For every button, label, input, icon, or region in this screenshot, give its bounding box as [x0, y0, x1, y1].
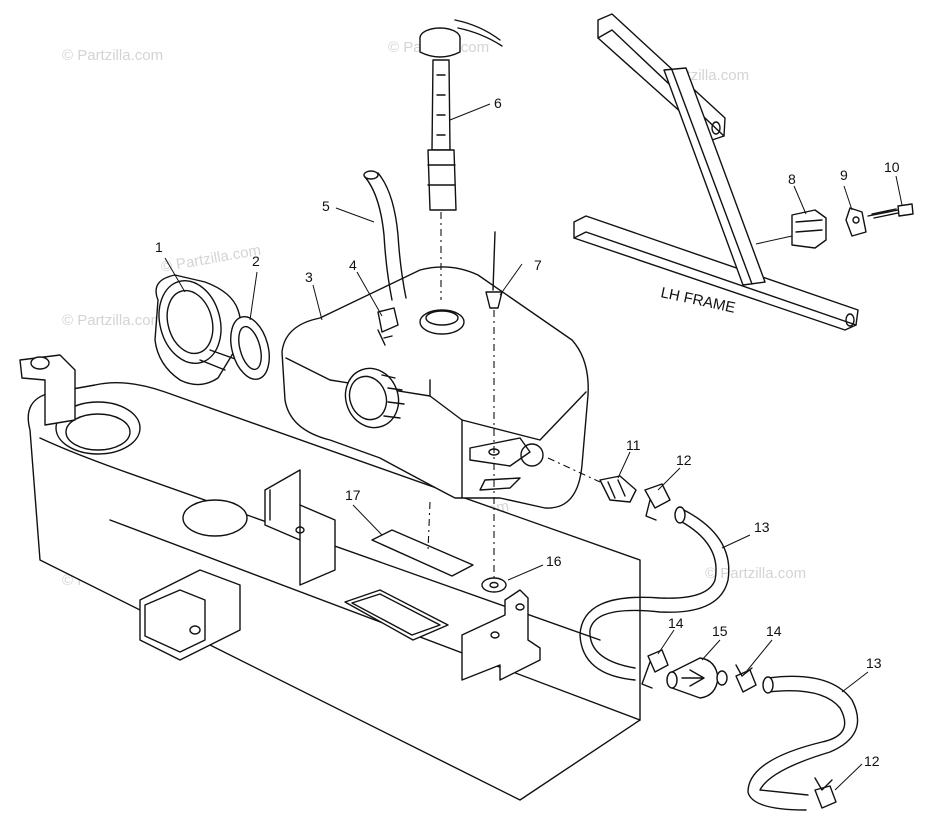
washer — [481, 577, 507, 593]
callout-12b: 12 — [864, 753, 880, 769]
fuel-line-upper — [579, 506, 730, 681]
callout-10: 10 — [884, 159, 900, 175]
callout-labels: 1 2 3 4 5 6 7 8 9 10 11 12 13 14 15 14 1… — [155, 95, 900, 769]
callout-13b: 13 — [866, 655, 882, 671]
sub-frame — [19, 354, 641, 801]
callout-5: 5 — [322, 198, 330, 214]
callout-14b: 14 — [766, 623, 782, 639]
callout-6: 6 — [494, 95, 502, 111]
outlet-fitting — [547, 457, 637, 503]
watermark: © Partzilla.com — [160, 242, 262, 276]
lh-frame: LH FRAME — [573, 13, 859, 331]
gas-cap — [154, 274, 242, 386]
vent-fitting — [377, 307, 399, 346]
gas-tank — [281, 266, 589, 509]
hose-clamp — [735, 664, 757, 693]
frame-clip-assembly — [791, 203, 914, 249]
callout-1: 1 — [155, 239, 163, 255]
callout-9: 9 — [840, 167, 848, 183]
callout-8: 8 — [788, 171, 796, 187]
callout-7: 7 — [534, 257, 542, 273]
hose-clamp — [644, 483, 671, 521]
leader-lines — [164, 103, 903, 791]
fuel-filter — [666, 657, 728, 699]
callout-14: 14 — [668, 615, 684, 631]
callout-3: 3 — [305, 269, 313, 285]
hose-clamp — [814, 777, 837, 809]
fuel-line-lower — [747, 675, 859, 811]
watermark: © Partzilla.com — [62, 312, 163, 329]
cap-gasket — [230, 316, 270, 380]
vent-hose — [363, 170, 407, 301]
hose-clamp — [641, 649, 669, 689]
callout-4: 4 — [349, 257, 357, 273]
tank-pad — [371, 501, 474, 577]
callout-17: 17 — [345, 487, 361, 503]
callout-12: 12 — [676, 452, 692, 468]
watermark: © Partzilla.com — [705, 565, 806, 582]
fuel-gauge — [419, 19, 503, 300]
callout-16: 16 — [546, 553, 562, 569]
screw — [485, 231, 503, 580]
callout-2: 2 — [252, 253, 260, 269]
callout-13: 13 — [754, 519, 770, 535]
callout-15: 15 — [712, 623, 728, 639]
callout-11: 11 — [626, 437, 641, 453]
watermark: © Partzilla.com — [62, 47, 163, 64]
